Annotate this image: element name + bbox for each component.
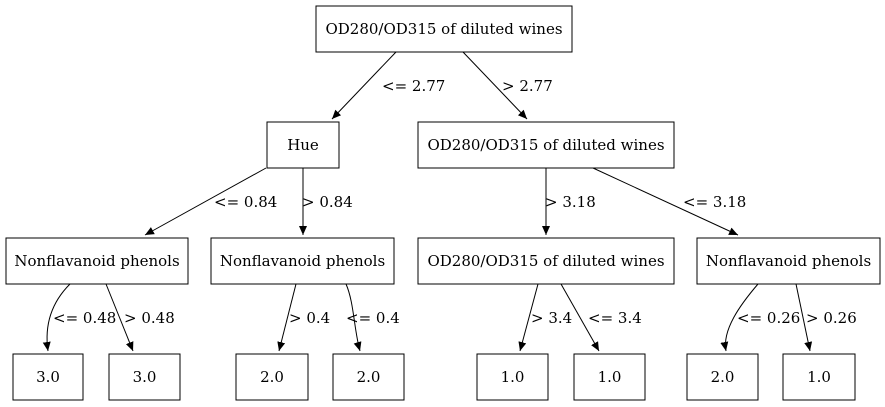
edge-condition-label: <= 0.4: [346, 309, 400, 327]
tree-edge: <= 3.4: [560, 283, 642, 352]
node-label: 2.0: [711, 368, 735, 386]
node-label: Hue: [287, 136, 319, 154]
tree-node: OD280/OD315 of diluted wines: [417, 121, 675, 169]
node-label: Nonflavanoid phenols: [706, 252, 871, 270]
tree-edge: > 0.84: [299, 168, 353, 235]
node-box: [5, 237, 189, 285]
node-box: [476, 353, 549, 401]
tree-node: 3.0: [12, 353, 84, 401]
tree-node: Hue: [266, 121, 340, 169]
node-box: [417, 237, 675, 285]
node-label: OD280/OD315 of diluted wines: [427, 252, 664, 270]
edge-condition-label: <= 3.4: [588, 309, 642, 327]
node-box: [686, 353, 759, 401]
edge-condition-label: > 3.18: [545, 193, 596, 211]
tree-node: Nonflavanoid phenols: [210, 237, 395, 285]
tree-edge: > 2.77: [462, 51, 553, 120]
tree-node: 3.0: [108, 353, 181, 401]
edge-condition-label: > 0.4: [289, 309, 330, 327]
node-box: [573, 353, 646, 401]
tree-edge: <= 0.84: [144, 167, 277, 236]
edge-condition-label: > 0.48: [124, 309, 175, 327]
tree-edge: <= 0.48: [42, 283, 116, 352]
tree-node: OD280/OD315 of diluted wines: [315, 5, 573, 53]
tree-edge: > 3.18: [542, 168, 596, 235]
edge-condition-label: <= 2.77: [382, 77, 445, 95]
node-box: [782, 353, 856, 401]
tree-node: 1.0: [573, 353, 646, 401]
tree-node: 2.0: [235, 353, 309, 401]
node-label: 2.0: [357, 368, 381, 386]
tree-edge: > 3.4: [518, 283, 572, 352]
node-box: [696, 237, 881, 285]
node-box: [332, 353, 405, 401]
tree-node: Nonflavanoid phenols: [696, 237, 881, 285]
edges-layer: <= 2.77 > 2.77 <= 0.84 > 0.84 > 3.18 <= 3.18 <…: [42, 51, 857, 352]
edge-condition-label: > 0.26: [806, 309, 857, 327]
tree-edge: <= 2.77: [331, 51, 445, 120]
node-label: 2.0: [260, 368, 284, 386]
edge-arrow: [331, 51, 397, 120]
node-label: OD280/OD315 of diluted wines: [427, 136, 664, 154]
tree-node: OD280/OD315 of diluted wines: [417, 237, 675, 285]
node-label: Nonflavanoid phenols: [14, 252, 179, 270]
edge-arrow: [105, 283, 134, 352]
node-box: [210, 237, 395, 285]
node-label: 1.0: [598, 368, 622, 386]
node-label: 3.0: [36, 368, 60, 386]
tree-node: Nonflavanoid phenols: [5, 237, 189, 285]
tree-edge: <= 3.18: [592, 167, 746, 236]
tree-edge: <= 0.4: [345, 283, 400, 352]
tree-node: 2.0: [686, 353, 759, 401]
tree-node: 1.0: [476, 353, 549, 401]
node-box: [108, 353, 181, 401]
node-label: 1.0: [501, 368, 525, 386]
node-box: [235, 353, 309, 401]
edge-arrow: [560, 283, 600, 352]
edge-arrow: [144, 167, 267, 236]
tree-node: 2.0: [332, 353, 405, 401]
node-label: 1.0: [807, 368, 831, 386]
edge-arrow: [42, 283, 71, 352]
edge-condition-label: <= 0.84: [214, 193, 277, 211]
tree-edge: > 0.4: [277, 283, 330, 352]
tree-edge: > 0.48: [105, 283, 175, 352]
edge-arrow: [518, 283, 539, 352]
edge-arrow: [720, 283, 759, 352]
node-label: Nonflavanoid phenols: [220, 252, 385, 270]
edge-condition-label: <= 3.18: [683, 193, 746, 211]
edge-condition-label: <= 0.26: [737, 309, 800, 327]
node-box: [266, 121, 340, 169]
edge-arrow: [345, 283, 362, 352]
edge-arrow: [462, 51, 528, 120]
edge-condition-label: > 0.84: [302, 193, 353, 211]
tree-node: 1.0: [782, 353, 856, 401]
tree-edge: <= 0.26: [720, 283, 800, 352]
node-label: 3.0: [133, 368, 157, 386]
node-label: OD280/OD315 of diluted wines: [325, 20, 562, 38]
edge-condition-label: > 3.4: [531, 309, 572, 327]
edge-arrow: [277, 283, 297, 352]
edge-arrow: [592, 167, 739, 236]
edge-condition-label: <= 0.48: [53, 309, 116, 327]
node-box: [417, 121, 675, 169]
edge-condition-label: > 2.77: [502, 77, 553, 95]
tree-edge: > 0.26: [795, 283, 857, 352]
node-box: [315, 5, 573, 53]
node-box: [12, 353, 84, 401]
edge-arrow: [795, 283, 813, 352]
